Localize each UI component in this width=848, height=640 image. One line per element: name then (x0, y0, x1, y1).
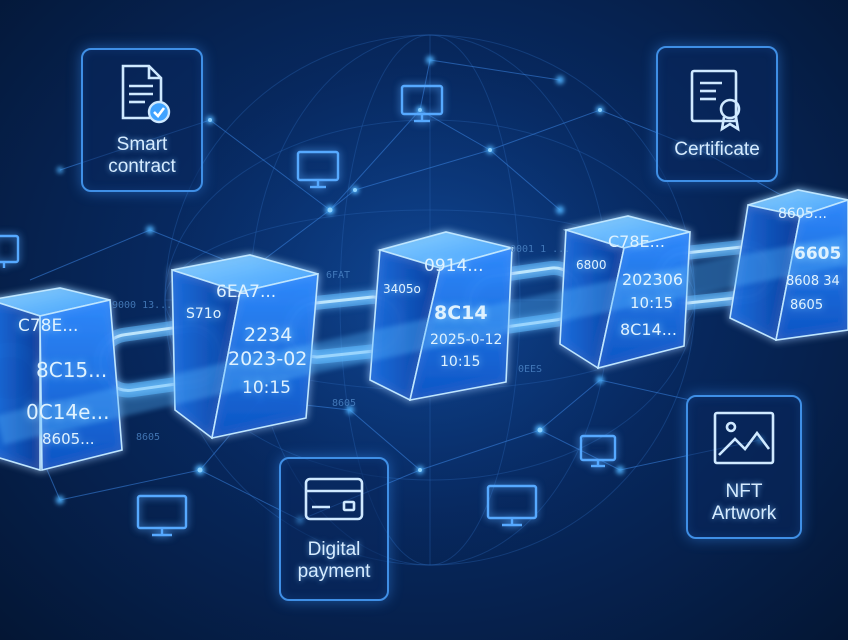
block-time: 10:15 (630, 294, 674, 312)
floating-hash-label: 0001 1 ... (510, 244, 571, 255)
credit-card-icon (304, 477, 364, 521)
block-hash: C78E... (18, 316, 79, 336)
digital-payment-card[interactable]: Digital payment (279, 457, 389, 601)
block-hash: 6605 (794, 244, 842, 264)
monitor-icon (0, 84, 617, 537)
floating-hash-label: 0EES (518, 364, 543, 375)
certificate-icon (690, 69, 741, 132)
block-nonce: 2234 (244, 324, 293, 346)
floating-hash-label: 8605 (136, 432, 161, 443)
image-artwork-icon (713, 411, 775, 465)
block-hash: 0C14e... (26, 400, 110, 424)
contract-document-icon (121, 64, 171, 124)
digital-payment-label: Digital payment (297, 539, 371, 582)
network-nodes-sharp (197, 108, 602, 473)
certificate-card[interactable]: Certificate (656, 46, 778, 182)
block-hash: 8608 34 (786, 274, 840, 289)
block-hash: 8C14... (620, 320, 677, 339)
block-hash: 8C15... (36, 358, 108, 382)
block-side-text: S71o (186, 306, 222, 322)
block-hash: 6EA7... (216, 282, 277, 302)
block-hash: 8605... (42, 430, 95, 448)
block-hash: 8605 (790, 298, 824, 313)
nft-artwork-label: NFT Artwork (711, 481, 777, 524)
certificate-label: Certificate (674, 139, 760, 161)
block-hash: 8C14 (434, 302, 488, 324)
block-hash: 8605... (778, 206, 827, 222)
block-side-text: 3405o (383, 282, 421, 296)
smart-contract-label: Smart contract (108, 134, 176, 177)
block-side-text: 6800 (576, 258, 607, 272)
block-hash: 0914... (424, 256, 484, 276)
floating-hash-label: 8605 (332, 398, 357, 409)
block-time: 10:15 (440, 354, 481, 370)
block-hash: C78E... (608, 232, 665, 251)
floating-hash-label: 6FAT (326, 270, 351, 281)
smart-contract-card[interactable]: Smart contract (81, 48, 203, 192)
block-date: 2023-02 (228, 348, 308, 370)
chain-glow (0, 235, 848, 445)
floating-hash-label: 9000 13... (112, 300, 173, 311)
block-time: 10:15 (242, 378, 291, 398)
block-date: 202306 (622, 270, 684, 289)
block-date: 2025-0-12 (430, 332, 503, 348)
nft-artwork-card[interactable]: NFT Artwork (686, 395, 802, 539)
